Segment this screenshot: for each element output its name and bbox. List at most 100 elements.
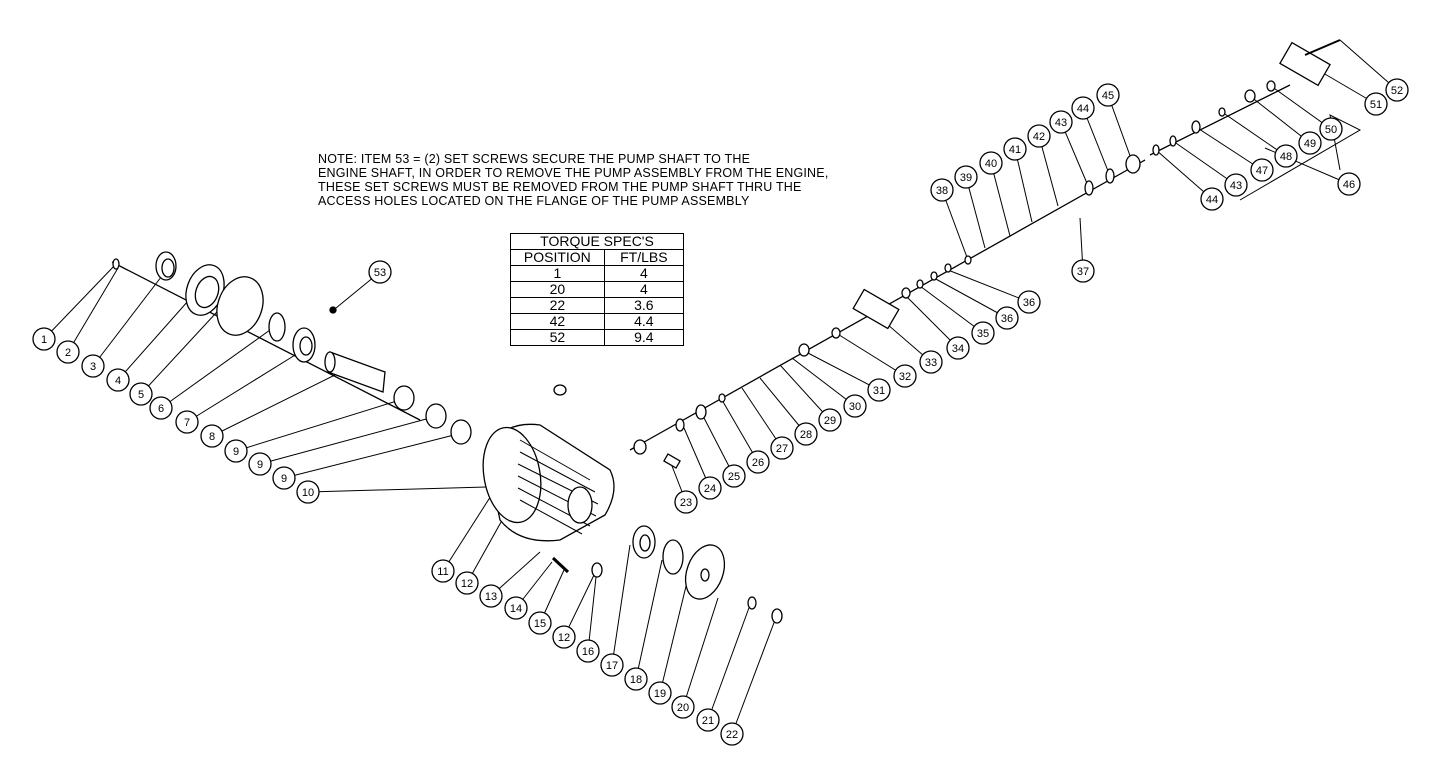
- callout-circle: [674, 490, 698, 514]
- callout-circle: [1274, 144, 1298, 168]
- callout-bubble: 12: [455, 571, 479, 595]
- leader-lines: [43, 39, 1398, 735]
- callout-number: 42: [1033, 131, 1045, 143]
- callout-circle: [1049, 110, 1073, 134]
- callout-number: 51: [1370, 99, 1382, 111]
- callout-number: 32: [899, 371, 911, 383]
- callout-bubble: 34: [946, 336, 970, 360]
- leader-line: [160, 329, 271, 409]
- leader-line: [1270, 85, 1332, 130]
- leader-line: [1195, 126, 1263, 171]
- callout-circle: [552, 625, 576, 649]
- callout-bubbles: 1234567899910111213141512161718192021222…: [32, 78, 1409, 746]
- callout-circle: [671, 695, 695, 719]
- callout-circle: [979, 151, 1003, 175]
- callout-number: 19: [654, 688, 666, 700]
- callout-circle: [1071, 259, 1095, 283]
- leader-line: [933, 277, 1008, 319]
- callout-bubble: 41: [1003, 137, 1027, 161]
- leader-line: [791, 357, 856, 407]
- callout-bubble: 32: [893, 364, 917, 388]
- note-line: THESE SET SCREWS MUST BE REMOVED FROM TH…: [318, 180, 802, 194]
- callout-circle: [1096, 83, 1120, 107]
- callout-bubble: 27: [770, 436, 794, 460]
- callout-circle: [129, 382, 153, 406]
- callout-number: 18: [630, 674, 642, 686]
- callout-bubble: 17: [600, 653, 624, 677]
- crankcase-flange: [482, 426, 542, 524]
- callout-bubble: 42: [1027, 124, 1051, 148]
- callout-bubble: 13: [479, 584, 503, 608]
- shaft-end: [324, 351, 336, 373]
- callout-circle: [528, 611, 552, 635]
- ring-31-part: [798, 343, 810, 357]
- callout-number: 9: [257, 459, 263, 471]
- torque-value: 9.4: [603, 329, 685, 346]
- callout-number: 53: [374, 267, 386, 279]
- leader-line: [92, 267, 169, 367]
- callout-number: 39: [960, 172, 972, 184]
- leader-line: [1221, 111, 1287, 157]
- bearing-lower-inner: [639, 534, 651, 552]
- callout-number: 48: [1280, 151, 1292, 163]
- callout-bubble: 50: [1319, 117, 1343, 141]
- callout-bubble: 28: [794, 422, 818, 446]
- callout-circle: [296, 480, 320, 504]
- cover-plate-hole: [700, 568, 710, 582]
- oil-seal-lower-part: [747, 596, 757, 610]
- torque-value: 4.4: [603, 313, 685, 330]
- spring-49-part: [1244, 89, 1256, 103]
- callout-bubble: 40: [979, 151, 1003, 175]
- callout-number: 34: [952, 343, 964, 355]
- bearing-inner: [299, 336, 313, 356]
- callout-number: 16: [582, 646, 594, 658]
- callout-circle: [648, 681, 672, 705]
- callout-number: 50: [1325, 124, 1337, 136]
- note-line: NOTE: ITEM 53 = (2) SET SCREWS SECURE TH…: [318, 152, 751, 166]
- torque-value: 4: [603, 265, 685, 282]
- plunger-part: [633, 439, 647, 455]
- ring-32-part: [831, 327, 841, 339]
- callout-number: 15: [534, 618, 546, 630]
- leader-line: [659, 577, 689, 694]
- callout-bubble: 51: [1364, 92, 1388, 116]
- ring-43-part: [1084, 180, 1094, 196]
- callout-bubble: 39: [954, 165, 978, 189]
- leader-line: [990, 162, 1011, 237]
- callout-number: 46: [1343, 179, 1355, 191]
- callout-bubble: 33: [919, 350, 943, 374]
- dipstick-part: [551, 556, 570, 574]
- leader-line: [283, 433, 459, 479]
- leader-line: [1172, 140, 1237, 186]
- callout-number: 10: [302, 487, 314, 499]
- callout-number: 21: [702, 715, 714, 727]
- torque-position: 1: [510, 265, 605, 282]
- callout-number: 17: [606, 660, 618, 672]
- leader-line: [43, 263, 117, 340]
- note-line: ENGINE SHAFT, IN ORDER TO REMOVE THE PUM…: [318, 166, 829, 180]
- note-line: ACCESS HOLES LOCATED ON THE FLANGE OF TH…: [318, 194, 750, 208]
- callout-number: 9: [281, 473, 287, 485]
- callout-bubble: 29: [818, 408, 842, 432]
- callout-circle: [722, 464, 746, 488]
- snap-ring-part: [268, 312, 286, 342]
- callout-circle: [867, 378, 891, 402]
- callout-circle: [455, 571, 479, 595]
- table-row: 52 9.4: [510, 329, 685, 346]
- callout-number: 24: [704, 483, 716, 495]
- callout-circle: [954, 165, 978, 189]
- callout-bubble: 16: [576, 639, 600, 663]
- callout-bubble: 14: [504, 596, 528, 620]
- callout-bubble: 7: [175, 410, 199, 434]
- torque-position: 52: [510, 329, 605, 346]
- callout-number: 43: [1230, 180, 1242, 192]
- ring-47-part: [1191, 120, 1201, 134]
- callout-circle: [930, 178, 954, 202]
- callout-bubble: 15: [528, 611, 552, 635]
- callout-circle: [200, 424, 224, 448]
- callout-number: 23: [680, 497, 692, 509]
- callout-bubble: 30: [843, 394, 867, 418]
- callout-circle: [698, 476, 722, 500]
- leader-line: [905, 295, 959, 349]
- leader-line: [211, 369, 346, 437]
